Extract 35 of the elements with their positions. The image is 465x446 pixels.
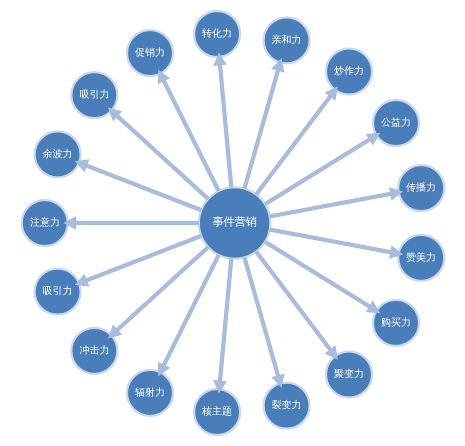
node-circle: 事件营销 (197, 186, 271, 260)
node-circle: 公益力 (372, 99, 420, 148)
arrow (254, 86, 338, 196)
node-circle: 辐射力 (126, 368, 174, 417)
node-circle: 注意力 (20, 199, 68, 248)
node-circle: 购买力 (372, 298, 420, 347)
arrow (263, 132, 380, 206)
arrow (254, 250, 338, 360)
node-circle: 传播力 (396, 164, 445, 212)
node-circle: 赞美力 (396, 234, 445, 282)
arrow (74, 234, 202, 287)
node-circle: 促销力 (126, 29, 174, 78)
arrow (268, 227, 403, 259)
arrow (242, 58, 284, 190)
node-circle: 吸引力 (33, 268, 82, 316)
node-circle: 亲和力 (262, 16, 310, 64)
node-circle: 余波力 (33, 130, 82, 178)
arrow (107, 108, 210, 200)
arrow (268, 187, 403, 219)
node-circle: 炒作力 (324, 48, 373, 96)
node-circle: 冲击力 (70, 326, 118, 375)
node-circle: 核主题 (192, 388, 241, 436)
arrow (242, 256, 284, 388)
arrow (212, 258, 233, 394)
arrow (157, 70, 220, 192)
node-circle: 裂变力 (262, 382, 310, 430)
arrow (74, 159, 202, 212)
arrow (212, 52, 233, 188)
arrow (157, 254, 220, 376)
arrow (62, 216, 198, 230)
node-circle: 转化力 (192, 10, 241, 58)
node-circle: 聚变力 (324, 350, 373, 398)
arrow (263, 240, 380, 314)
node-circle: 吸引力 (70, 71, 118, 120)
arrow (107, 246, 210, 338)
